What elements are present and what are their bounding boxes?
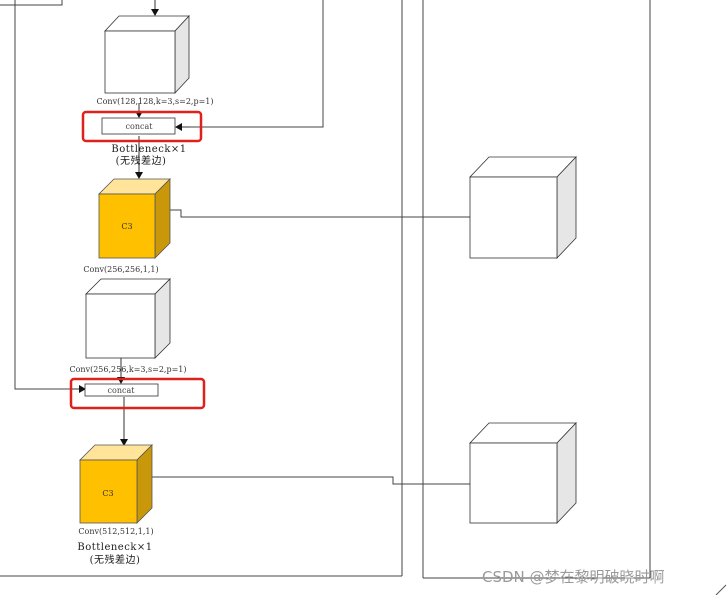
bottleneck2-caption: Bottleneck×1 [77,542,152,553]
bottleneck1-caption: Bottleneck×1 [111,144,186,155]
right-box1-cube [469,155,577,260]
bottleneck2-note: (无残差边) [90,553,141,566]
concat2-highlight [69,377,206,410]
c3b-to-right-box2 [152,476,470,485]
concat1-label: concat [126,122,154,131]
conv1-cube [104,14,190,95]
c3a-label: C3 [121,222,132,231]
c3b-sublabel: Conv(512,512,1,1) [78,527,153,536]
conv2-label: Conv(256,256,k=3,s=2,p=1) [69,365,186,374]
conv1-label: Conv(128,128,k=3,s=2,p=1) [96,97,213,106]
top-left-corner-line [0,0,63,6]
concat2-label: concat [108,386,136,395]
c3a-cube [98,178,171,259]
c3a-sublabel: Conv(256,256,1,1) [83,265,158,274]
skip-connection-right [176,0,324,128]
concat2-box [84,383,159,397]
resize-corner-icon [715,584,727,595]
c3b-label: C3 [102,489,113,498]
lateral-connectors [152,209,470,485]
concat1-box [101,117,176,135]
conv2-cube [85,278,171,359]
right-box2-cube [469,421,577,525]
csdn-watermark: CSDN @梦在黎明破晓时啊 [482,568,665,586]
c3b-cube [79,444,153,524]
frame-lines [0,0,651,579]
c3a-to-right-box1 [170,209,470,218]
bottleneck1-note: (无残差边) [116,154,167,167]
skip-connection-left [14,0,85,390]
concat1-highlight [81,110,203,143]
